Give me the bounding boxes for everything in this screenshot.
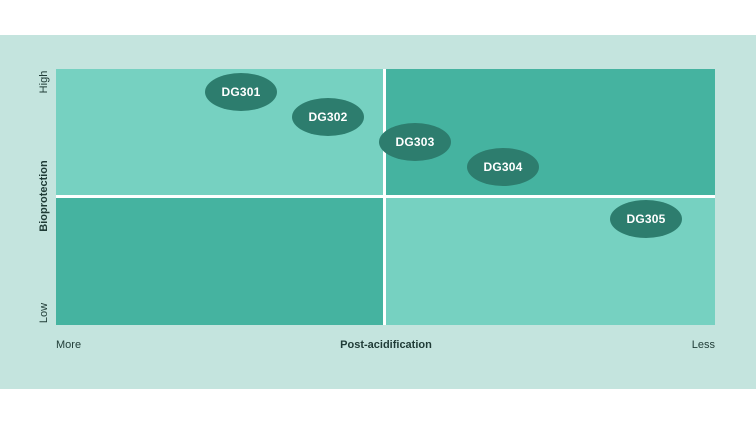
y-axis-title: Bioprotection <box>38 160 50 232</box>
y-axis-high-label: High <box>38 70 50 94</box>
product-bubble-dg302: DG302 <box>292 98 364 136</box>
x-axis-title: Post-acidification <box>340 339 432 351</box>
product-bubble-dg303: DG303 <box>379 123 451 161</box>
product-bubble-dg304: DG304 <box>467 148 539 186</box>
quadrant-grid <box>56 69 715 325</box>
x-axis-left-label: More <box>56 339 82 351</box>
product-bubble-dg301: DG301 <box>205 73 277 111</box>
y-axis-low-label: Low <box>38 302 50 324</box>
x-axis-right-label: Less <box>691 339 715 351</box>
product-bubble-dg305: DG305 <box>610 200 682 238</box>
quadrant-bottom-left <box>56 198 383 325</box>
